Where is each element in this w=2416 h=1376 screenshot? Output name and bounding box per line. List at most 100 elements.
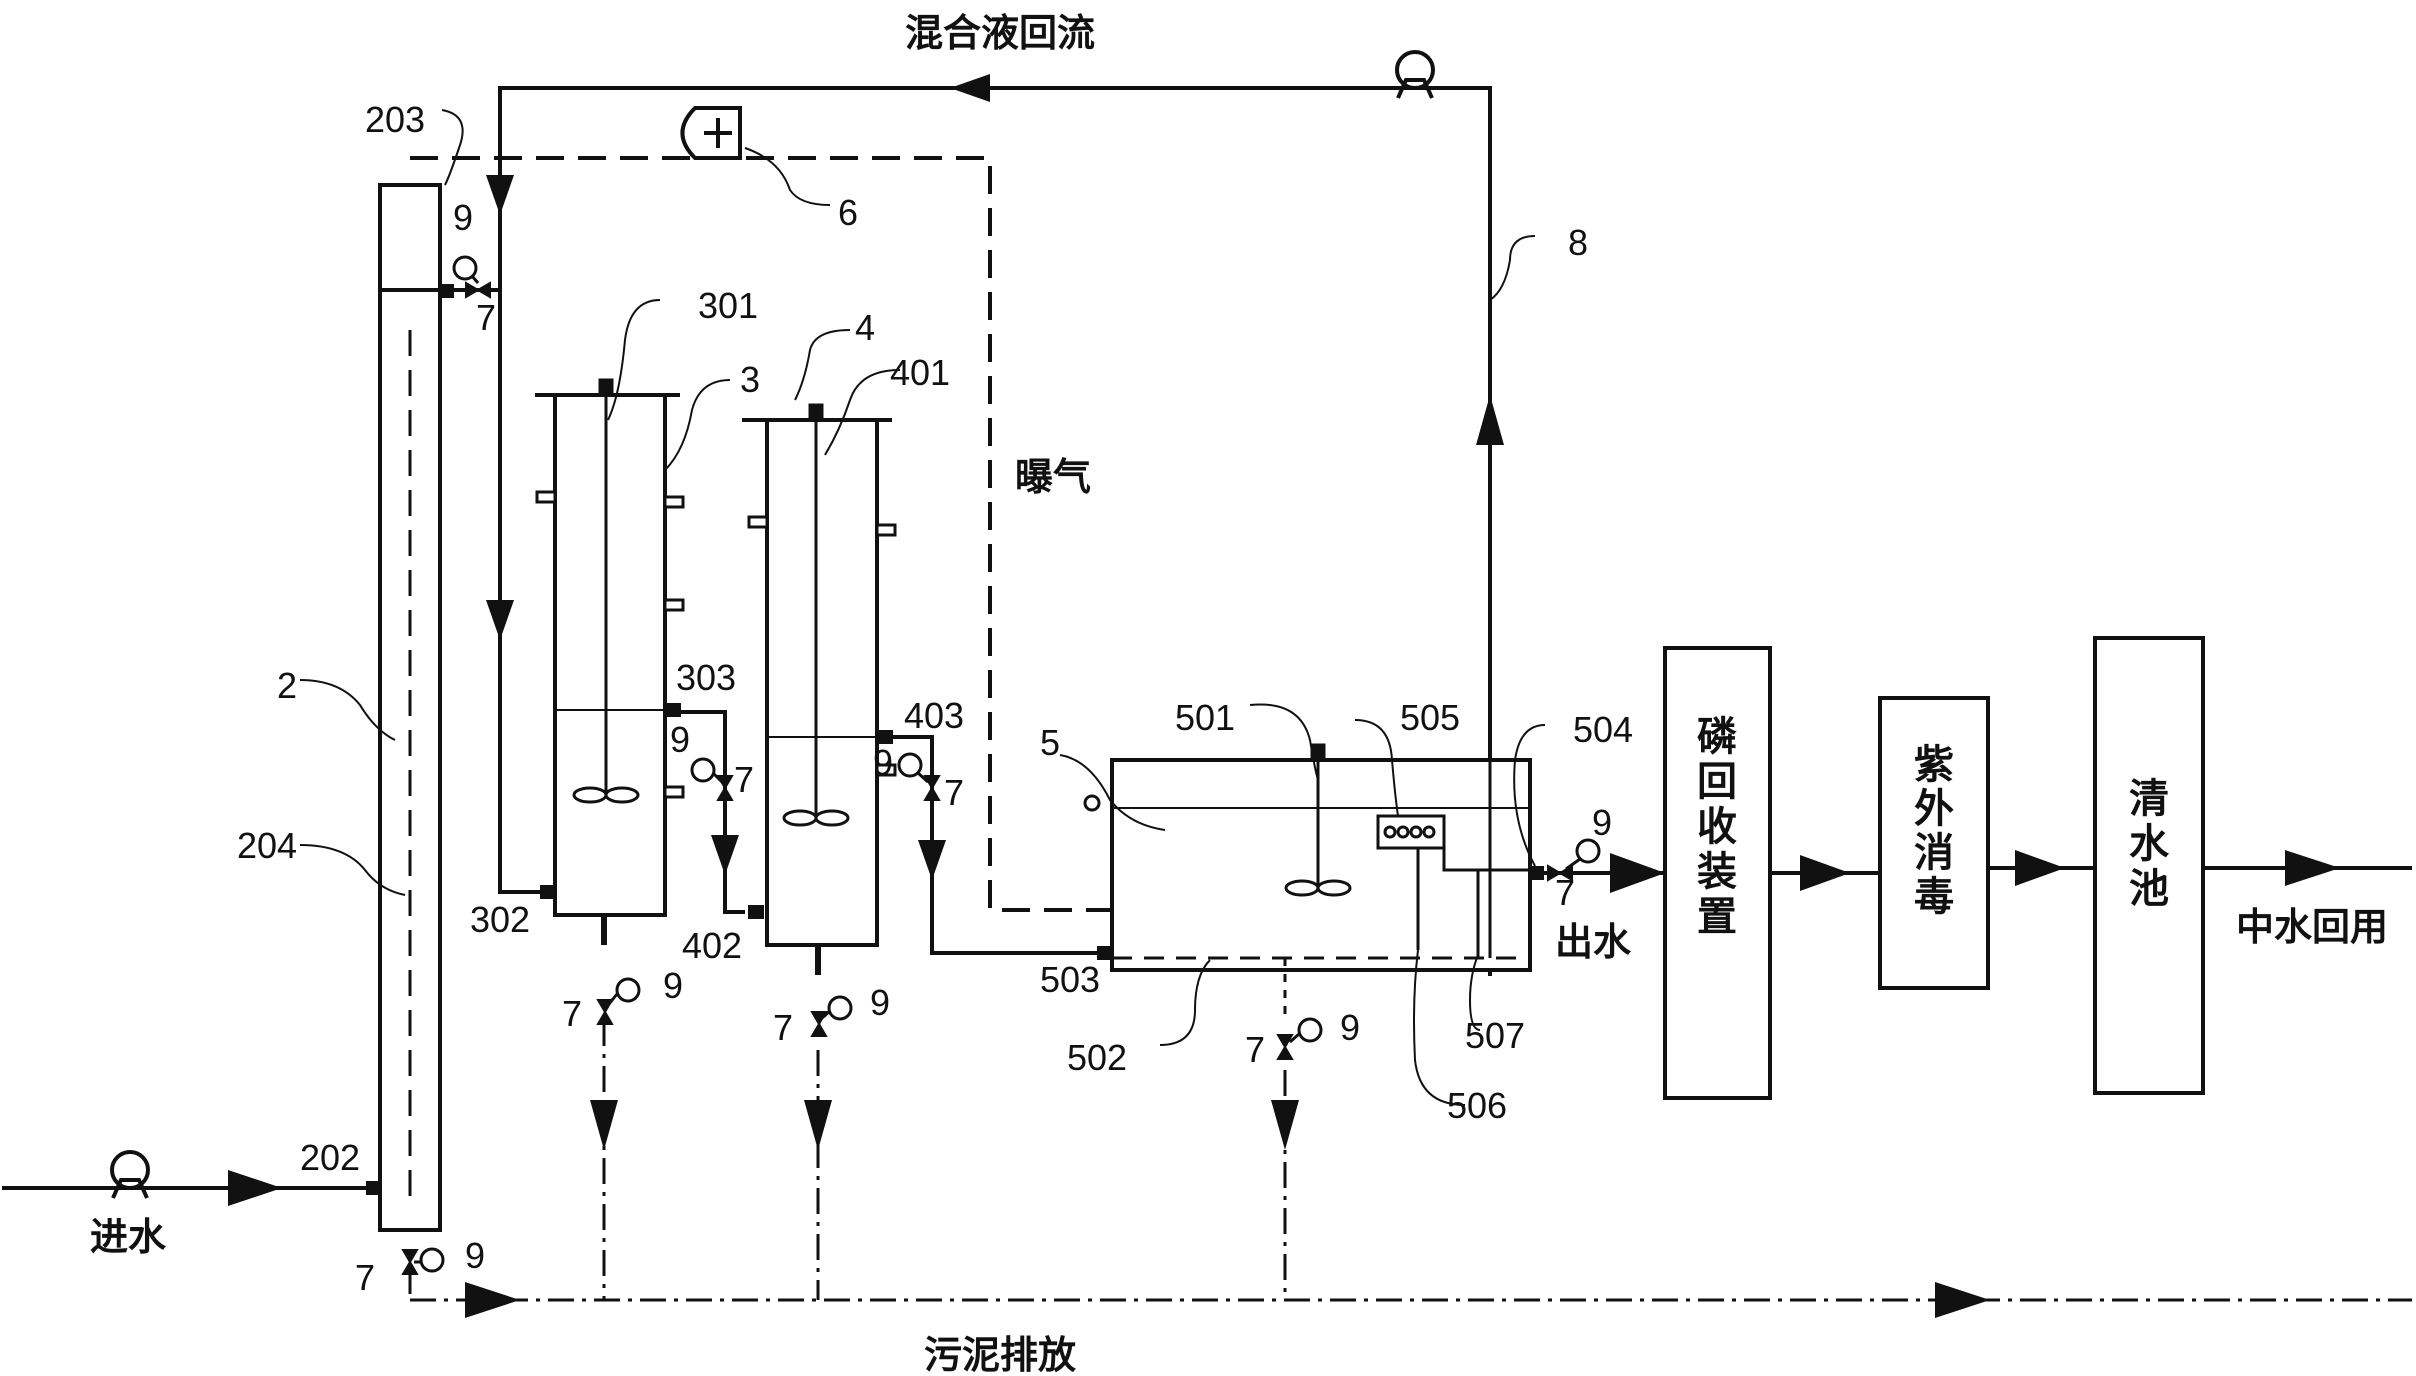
mixed-liquor-return-line xyxy=(498,86,1492,976)
uv-disinfection-char-3: 消 xyxy=(1914,830,1954,876)
water-inlet-label: 进水 xyxy=(90,1215,167,1259)
uv-disinfection-char-1: 紫 xyxy=(1914,742,1954,788)
uv-disinfection-box: 紫 外 消 毒 xyxy=(1878,696,1990,990)
reactor-3-stirrer-icon xyxy=(572,378,640,804)
reactor-4 xyxy=(742,418,892,947)
ref-402: 402 xyxy=(682,925,742,966)
reactor-4-outlet-403 xyxy=(877,730,893,744)
clear-water-tank-box: 清 水 池 xyxy=(2093,636,2205,1095)
ref-7-reactor3: 7 xyxy=(734,759,754,800)
ref-2: 2 xyxy=(277,665,297,706)
uv-disinfection-char-2: 外 xyxy=(1914,786,1954,832)
ref-7-column2: 7 xyxy=(476,297,496,338)
column-2-inlet-202 xyxy=(366,1181,380,1195)
column-2-outlet-nozzle xyxy=(440,284,454,298)
sludge-arrow-right-1-icon xyxy=(465,1282,520,1318)
ref-9-reactor4: 9 xyxy=(873,742,893,783)
ref-7-sludge4: 7 xyxy=(773,1007,793,1048)
ref-9-reactor3: 9 xyxy=(670,719,690,760)
phosphorus-recovery-char-3: 收 xyxy=(1697,804,1737,850)
ref-202: 202 xyxy=(300,1137,360,1178)
reactor-3-side-ports xyxy=(535,490,685,799)
transfer-3-to-4-line xyxy=(681,710,745,914)
reactor-3-outlet-303 xyxy=(665,703,681,717)
clear-water-tank-char-1: 清 xyxy=(2129,776,2169,822)
effluent-arrow-icon xyxy=(1610,853,1665,893)
inflow-pump-icon xyxy=(110,1150,150,1199)
ref-203: 203 xyxy=(365,99,425,140)
clear-water-tank-char-3: 池 xyxy=(2129,866,2169,912)
tank-5-stirrer-icon xyxy=(1284,743,1352,897)
tank-5-sensor-icon xyxy=(1083,794,1101,812)
ref-7-sludge3: 7 xyxy=(562,993,582,1034)
ref-505: 505 xyxy=(1400,697,1460,738)
ref-9-column2-bottom: 9 xyxy=(465,1235,485,1276)
ref-7-sludge5: 7 xyxy=(1245,1029,1265,1070)
leader-lines xyxy=(299,109,1546,1106)
reactor-3-inlet-302 xyxy=(540,885,556,899)
sludge-discharge-lines xyxy=(408,1020,2412,1302)
ref-7-outlet: 7 xyxy=(1555,872,1575,913)
ref-7-column2-bottom: 7 xyxy=(355,1257,375,1298)
ref-9-outlet: 9 xyxy=(1592,802,1612,843)
ref-6: 6 xyxy=(838,192,858,233)
phosphorus-recovery-box: 磷 回 收 装 置 xyxy=(1663,646,1772,1100)
ref-9-sludge4: 9 xyxy=(870,982,890,1023)
sludge-discharge-label: 污泥排放 xyxy=(924,1333,1076,1376)
ref-502: 502 xyxy=(1067,1037,1127,1078)
ref-8: 8 xyxy=(1568,222,1588,263)
water-outlet-label: 出水 xyxy=(1555,920,1632,964)
ref-9-column2: 9 xyxy=(453,197,473,238)
reactor-4-stirrer-icon xyxy=(782,403,850,827)
ref-204: 204 xyxy=(237,825,297,866)
ref-506: 506 xyxy=(1447,1085,1507,1126)
ref-503: 503 xyxy=(1040,959,1100,1000)
inflow-arrow-icon xyxy=(228,1170,282,1206)
return-arrow-down-1-icon xyxy=(486,175,514,215)
return-arrow-up-icon xyxy=(1476,395,1504,445)
aeration-label: 曝气 xyxy=(1015,455,1091,499)
ref-301: 301 xyxy=(698,285,758,326)
ref-504: 504 xyxy=(1573,709,1633,750)
phosphorus-recovery-char-4: 装 xyxy=(1697,849,1737,895)
reference-labels: 203 6 9 7 8 301 4 3 401 2 303 403 9 7 9 … xyxy=(237,99,1633,1298)
ref-3: 3 xyxy=(740,359,760,400)
transfer-3-to-4-arrow-icon xyxy=(711,835,739,875)
membrane-module-505-icon xyxy=(1376,814,1446,850)
tank-5-permeate-line xyxy=(1442,842,1530,872)
reclaimed-water-label: 中水回用 xyxy=(2236,905,2388,949)
ref-501: 501 xyxy=(1175,697,1235,738)
flow-arrow-uv-to-tank-icon xyxy=(2015,850,2065,886)
tank-5 xyxy=(1110,758,1532,972)
ref-9-sludge5: 9 xyxy=(1340,1007,1360,1048)
reactor-4-inlet-402 xyxy=(748,905,764,919)
phosphorus-recovery-char-2: 回 xyxy=(1697,759,1737,805)
ref-302: 302 xyxy=(470,899,530,940)
effluent-nozzle xyxy=(1530,866,1544,880)
ref-9-sludge3: 9 xyxy=(663,965,683,1006)
return-pump-icon xyxy=(1395,50,1435,99)
aeration-line xyxy=(410,156,1320,955)
ref-507: 507 xyxy=(1465,1015,1525,1056)
phosphorus-recovery-char-5: 置 xyxy=(1697,894,1737,940)
ref-303: 303 xyxy=(676,657,736,698)
ref-403: 403 xyxy=(904,695,964,736)
return-arrow-left-icon xyxy=(950,74,990,102)
tank-5-inlet-503 xyxy=(1097,946,1113,960)
reactor-4-side-ports xyxy=(747,515,897,777)
sludge-arrow-4-icon xyxy=(804,1100,832,1150)
reuse-arrow-icon xyxy=(2285,850,2340,886)
sludge-arrow-5-icon xyxy=(1271,1100,1299,1150)
ref-401: 401 xyxy=(890,352,950,393)
uv-disinfection-char-4: 毒 xyxy=(1914,874,1954,920)
flow-arrow-p-to-uv-icon xyxy=(1800,855,1850,891)
blower-icon xyxy=(680,106,742,160)
mixed-liquor-return-label: 混合液回流 xyxy=(905,11,1095,55)
reactor-3 xyxy=(535,393,680,917)
clear-water-tank-char-2: 水 xyxy=(2129,821,2170,867)
gauge-icons xyxy=(414,255,1601,1273)
ref-7-reactor4: 7 xyxy=(944,772,964,813)
phosphorus-recovery-char-1: 磷 xyxy=(1697,714,1737,760)
ref-4: 4 xyxy=(855,307,875,348)
